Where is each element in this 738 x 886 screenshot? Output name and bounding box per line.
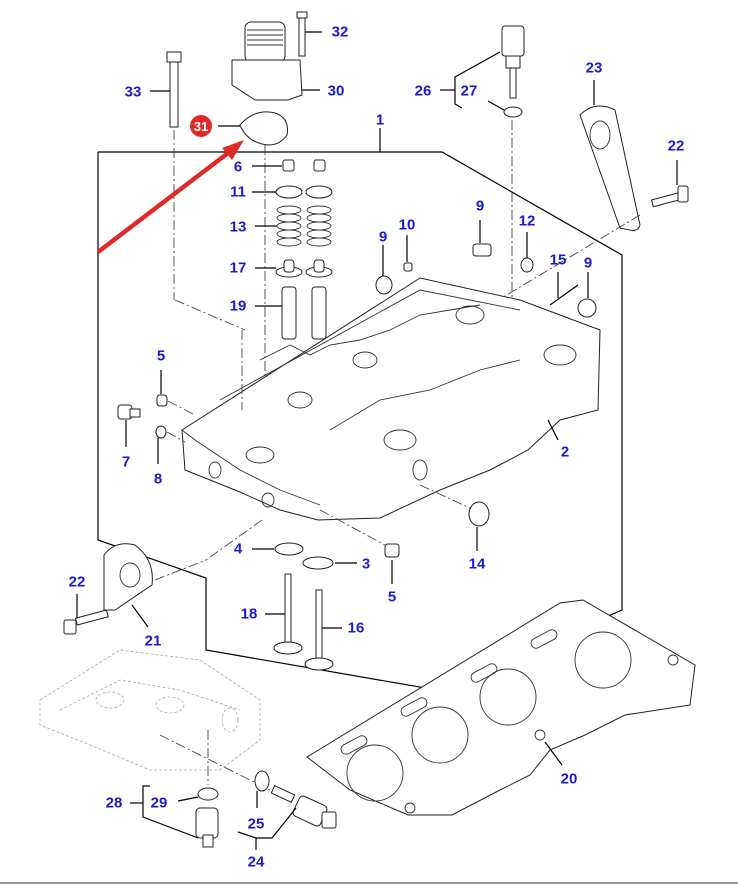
callout-14[interactable]: 14 <box>468 555 486 573</box>
bottom-divider <box>0 882 738 884</box>
callout-26[interactable]: 26 <box>414 82 432 100</box>
ghost-cylinder-head-view <box>39 649 261 771</box>
callout-9-left[interactable]: 9 <box>378 228 388 246</box>
callout-5-lower[interactable]: 5 <box>387 588 397 606</box>
bolt-32 <box>296 11 308 57</box>
valve-seat-ring-3 <box>302 556 334 570</box>
callout-29[interactable]: 29 <box>150 794 168 812</box>
callout-1[interactable]: 1 <box>375 111 385 129</box>
highlight-arrow <box>96 140 244 254</box>
callout-18[interactable]: 18 <box>240 605 258 623</box>
callout-19[interactable]: 19 <box>229 297 247 315</box>
callout-31-highlighted[interactable]: 31 <box>190 115 212 137</box>
callout-4[interactable]: 4 <box>233 540 243 558</box>
callout-30[interactable]: 30 <box>327 82 345 100</box>
valve-train-parts <box>275 159 333 340</box>
callout-22-upper[interactable]: 22 <box>667 137 685 155</box>
bolt-22-lower <box>63 609 109 635</box>
callout-28[interactable]: 28 <box>105 794 123 812</box>
thermostat-housing <box>231 21 303 101</box>
callout-25[interactable]: 25 <box>247 815 265 833</box>
plugs-upper <box>375 243 597 318</box>
gasket-31 <box>239 111 288 146</box>
callout-24[interactable]: 24 <box>247 853 265 871</box>
callout-9-right[interactable]: 9 <box>583 254 593 272</box>
callout-7[interactable]: 7 <box>121 453 131 471</box>
bolt-33 <box>166 51 182 128</box>
callout-17[interactable]: 17 <box>229 259 247 277</box>
plug-14 <box>468 501 490 527</box>
callout-9-center[interactable]: 9 <box>475 197 485 215</box>
callout-12[interactable]: 12 <box>518 212 536 230</box>
plug-5-lower <box>384 543 400 558</box>
callout-23[interactable]: 23 <box>585 59 603 77</box>
callout-33[interactable]: 33 <box>124 83 142 101</box>
callout-22-lower[interactable]: 22 <box>68 573 86 591</box>
callout-13[interactable]: 13 <box>229 218 247 236</box>
callout-15[interactable]: 15 <box>549 251 567 269</box>
temperature-sensor-26 <box>501 25 525 118</box>
lifting-bracket-21 <box>103 543 153 611</box>
callout-21[interactable]: 21 <box>144 632 162 650</box>
callout-10[interactable]: 10 <box>398 216 416 234</box>
callout-3[interactable]: 3 <box>361 555 371 573</box>
callout-11[interactable]: 11 <box>230 183 246 201</box>
sensor-28 <box>195 807 219 848</box>
callout-6[interactable]: 6 <box>233 158 243 176</box>
callout-2[interactable]: 2 <box>560 443 570 461</box>
bolt-22-upper <box>650 185 689 208</box>
o-ring-29 <box>197 787 219 801</box>
side-plugs <box>117 394 168 439</box>
callout-27[interactable]: 27 <box>460 82 478 100</box>
valve-seat-ring-4 <box>274 542 304 556</box>
cylinder-head-2 <box>181 277 601 521</box>
callout-16[interactable]: 16 <box>347 619 365 637</box>
sensor-24 <box>270 785 337 829</box>
callout-5-upper[interactable]: 5 <box>156 347 166 365</box>
o-ring-25 <box>254 770 270 792</box>
head-gasket-20 <box>306 599 696 816</box>
callout-32[interactable]: 32 <box>331 23 349 41</box>
callout-20[interactable]: 20 <box>560 770 578 788</box>
callout-8[interactable]: 8 <box>153 470 163 488</box>
lifting-bracket-23 <box>579 105 641 231</box>
valves <box>273 573 334 671</box>
